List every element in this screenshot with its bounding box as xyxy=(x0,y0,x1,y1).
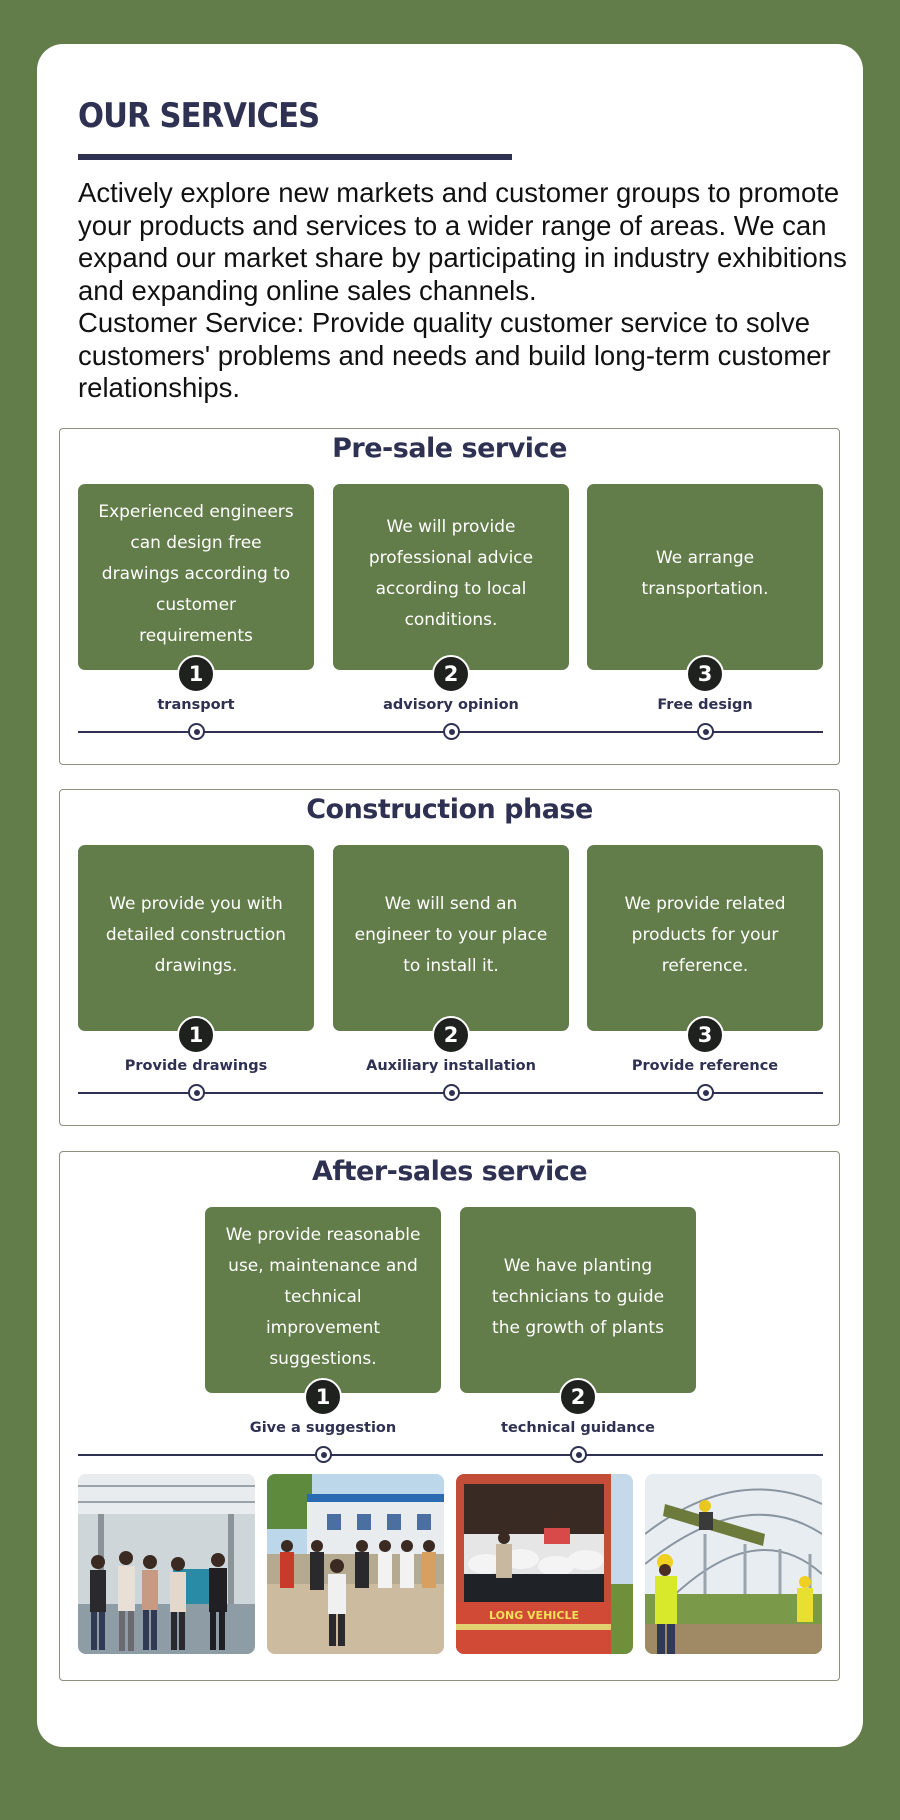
intro-line: your products and services to a wider ra… xyxy=(78,209,827,241)
timeline-dot xyxy=(443,1084,460,1101)
timeline-dot xyxy=(570,1446,587,1463)
step-number-badge: 3 xyxy=(686,1016,724,1054)
service-card-text: We provide you with detailed constructio… xyxy=(105,893,287,976)
step-label: advisory opinion xyxy=(383,697,519,713)
timeline-line xyxy=(78,1454,823,1456)
step-number-badge: 1 xyxy=(177,1016,215,1054)
after-sales-section: After-sales service We provide reasonabl… xyxy=(59,1151,840,1681)
intro-line: expand our market share by participating… xyxy=(78,242,847,273)
service-card-text: We have planting technicians to guide th… xyxy=(491,1255,665,1338)
service-card: We provide reasonable use, maintenance a… xyxy=(205,1207,441,1393)
title-underline xyxy=(78,154,512,160)
step-label: Give a suggestion xyxy=(249,1420,397,1436)
step-number-badge: 2 xyxy=(432,655,470,693)
step-label: transport xyxy=(157,697,235,713)
timeline-dot xyxy=(188,1084,205,1101)
service-card-text: We provide related products for your ref… xyxy=(624,893,786,976)
step-label: Provide reference xyxy=(631,1058,779,1074)
step-number-badge: 1 xyxy=(304,1378,342,1416)
service-card: We have planting technicians to guide th… xyxy=(460,1207,696,1393)
construction-section: Construction phase We provide you with d… xyxy=(59,789,840,1126)
pre-sale-section: Pre-sale service Experienced engineers c… xyxy=(59,428,840,765)
factory-visit-photo xyxy=(78,1474,255,1654)
step-number-badge: 1 xyxy=(177,655,215,693)
service-card-text: We provide reasonable use, maintenance a… xyxy=(225,1224,421,1369)
step-number-badge: 2 xyxy=(559,1378,597,1416)
intro-line: Actively explore new markets and custome… xyxy=(78,177,840,208)
service-card: We arrange transportation. xyxy=(587,484,823,670)
intro-text: Actively explore new markets and custome… xyxy=(78,177,858,405)
service-card: We provide related products for your ref… xyxy=(587,845,823,1031)
step-number-badge: 3 xyxy=(686,655,724,693)
service-card-text: We arrange transportation. xyxy=(641,548,769,599)
page-title: OUR SERVICES xyxy=(78,96,320,136)
step-label: technical guidance xyxy=(501,1420,655,1436)
container-loading-photo: LONG VEHICLE xyxy=(456,1474,633,1654)
service-card: We will send an engineer to your place t… xyxy=(333,845,569,1031)
intro-line: relationships. xyxy=(78,372,241,403)
section-title: Pre-sale service xyxy=(332,433,567,464)
intro-line: Customer Service: Provide quality custom… xyxy=(78,307,811,338)
intro-line: and expanding online sales channels. xyxy=(78,274,537,306)
timeline-dot xyxy=(315,1446,332,1463)
step-label: Free design xyxy=(657,697,753,713)
timeline-dot xyxy=(697,723,714,740)
service-card-text: We will send an engineer to your place t… xyxy=(354,893,548,976)
service-card: We provide you with detailed constructio… xyxy=(78,845,314,1031)
service-card-text: We will provide professional advice acco… xyxy=(368,517,534,630)
step-number-badge: 2 xyxy=(432,1016,470,1054)
greenhouse-installation-photo xyxy=(645,1474,822,1654)
outdoor-group-photo xyxy=(267,1474,444,1654)
section-title: Construction phase xyxy=(306,794,593,825)
step-label: Provide drawings xyxy=(124,1058,268,1074)
timeline-dot xyxy=(188,723,205,740)
service-card-text: Experienced engineers can design free dr… xyxy=(98,501,294,646)
intro-line: customers' problems and needs and build … xyxy=(78,339,831,371)
service-card: Experienced engineers can design free dr… xyxy=(78,484,314,670)
timeline-dot xyxy=(443,723,460,740)
service-card: We will provide professional advice acco… xyxy=(333,484,569,670)
step-label: Auxiliary installation xyxy=(366,1058,536,1074)
timeline-dot xyxy=(697,1084,714,1101)
section-title: After-sales service xyxy=(311,1156,588,1187)
truck-text: LONG VEHICLE xyxy=(489,1609,579,1622)
